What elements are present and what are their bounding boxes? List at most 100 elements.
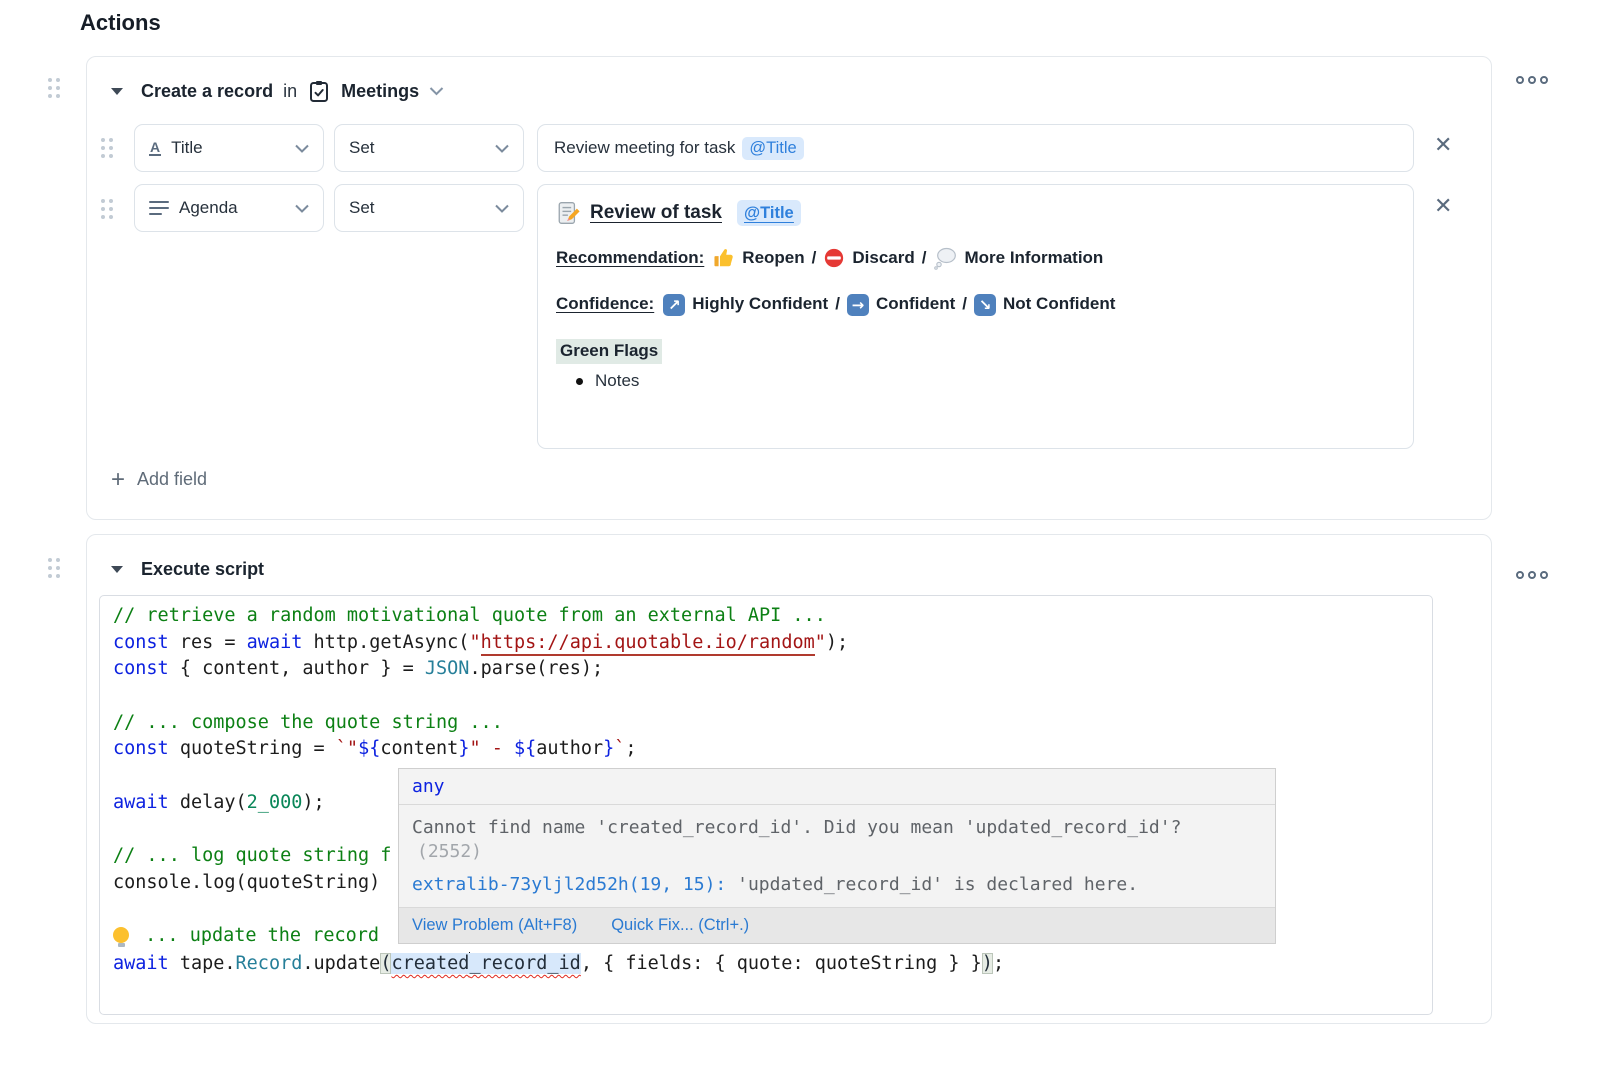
field-select-agenda[interactable]: Agenda [134, 184, 324, 232]
arrow-down-right-icon: ↘ [974, 293, 997, 316]
code-token: const [113, 631, 169, 653]
code-token: .update [302, 952, 381, 974]
declaration-reference: extralib-73yljl2d52h(19, 15): 'updated_r… [399, 870, 1275, 907]
code-line: const quoteString = `"${content}" - ${au… [113, 738, 1424, 765]
card-script-overflow-menu[interactable] [1516, 571, 1548, 579]
code-token: const [113, 658, 169, 680]
error-tooltip: any Cannot find name 'created_record_id'… [398, 768, 1276, 944]
green-flags-heading: Green Flags [556, 339, 663, 365]
card-create-overflow-menu[interactable] [1516, 76, 1548, 84]
code-token: ${ [358, 738, 381, 760]
error-code: (2552) [417, 841, 483, 862]
code-token: ; [625, 738, 637, 760]
collapse-caret-icon[interactable] [111, 87, 123, 95]
separator: / [921, 247, 927, 267]
code-token: quoteString = [168, 738, 336, 760]
field-select-label: Title [171, 138, 203, 157]
code-editor[interactable]: // retrieve a random motivational quote … [99, 595, 1433, 1015]
card-drag-handle[interactable] [48, 78, 60, 98]
title-token-pill[interactable]: @Title [742, 136, 804, 160]
add-field-label: Add field [137, 469, 208, 489]
code-token: " - [469, 738, 515, 760]
operator-select-title[interactable]: Set [334, 124, 524, 172]
clipboard-check-icon [307, 79, 331, 103]
title-value-text: Review meeting for task [554, 138, 736, 157]
arrow-up-right-icon: ↗ [663, 293, 686, 316]
field-select-label: Agenda [179, 198, 238, 217]
code-token: https://api.quotable.io/random [480, 631, 815, 656]
code-token: { content, author } = [168, 658, 425, 680]
chevron-down-icon [495, 204, 509, 213]
row-drag-handle[interactable] [101, 138, 113, 158]
add-field-button[interactable]: + Add field [111, 465, 208, 493]
code-token: Record [235, 952, 303, 974]
code-token: console.log(quoteString) [113, 871, 381, 893]
tooltip-actions: View Problem (Alt+F8) Quick Fix... (Ctrl… [399, 907, 1275, 943]
flag-list-item: Notes [576, 370, 1395, 393]
quick-fix-link[interactable]: Quick Fix... (Ctrl+.) [611, 916, 750, 934]
code-token: // ... compose the quote string ... [113, 711, 503, 733]
code-line: // retrieve a random motivational quote … [113, 605, 1424, 632]
bullet-icon [576, 378, 583, 386]
code-line: // ... compose the quote string ... [113, 712, 1424, 739]
chevron-down-icon[interactable] [429, 86, 444, 96]
option-not-confident: Not Confident [1003, 294, 1116, 314]
code-token: " [469, 631, 481, 653]
action-title: Create a record [141, 80, 274, 101]
title-value-input[interactable]: Review meeting for task @Title [537, 124, 1414, 172]
remove-agenda-row-button[interactable]: ✕ [1434, 193, 1453, 218]
confidence-line: Confidence: ↗ Highly Confident / → Confi… [556, 293, 1395, 316]
code-token: ); [825, 631, 849, 653]
chevron-down-icon [295, 204, 309, 213]
arrow-right-icon: → [846, 293, 869, 316]
code-token: `" [335, 738, 359, 760]
code-token: ` [614, 738, 626, 760]
code-token: created [391, 952, 470, 974]
option-confident: Confident [875, 294, 956, 314]
code-line: await tape.Record.update(created_record_… [113, 951, 1424, 979]
code-token: ${ [514, 738, 537, 760]
code-content: // retrieve a random motivational quote … [113, 605, 1424, 979]
separator: / [835, 294, 840, 314]
code-token: res = [168, 631, 247, 653]
code-token: tape. [168, 952, 236, 974]
recommendation-line: Recommendation: Reopen / Discard / [556, 246, 1395, 271]
thought-balloon-icon [933, 246, 957, 271]
source-link[interactable]: extralib-73yljl2d52h(19, 15): [412, 874, 727, 895]
operator-label: Set [349, 198, 375, 217]
code-line: const res = await http.getAsync("https:/… [113, 631, 1424, 659]
field-select-title[interactable]: A Title [134, 124, 324, 172]
agenda-heading-text: Review of task [590, 202, 722, 224]
declaration-text: 'updated_record_id' is declared here. [726, 874, 1139, 895]
remove-title-row-button[interactable]: ✕ [1434, 132, 1453, 157]
code-token: await [113, 952, 169, 974]
code-token: content [380, 738, 459, 760]
view-problem-link[interactable]: View Problem (Alt+F8) [412, 916, 578, 934]
code-token: delay( [168, 791, 247, 813]
code-line: const { content, author } = JSON.parse(r… [113, 658, 1424, 685]
lightbulb-icon [113, 927, 129, 948]
code-token: _record_id [469, 952, 581, 974]
code-token: ) [981, 952, 993, 974]
agenda-value-editor[interactable]: Review of task @Title Recommendation: Re… [537, 184, 1414, 449]
operator-select-agenda[interactable]: Set [334, 184, 524, 232]
action-card-execute-script: Execute script // retrieve a random moti… [86, 534, 1492, 1024]
code-line: await delay(2_000); [113, 792, 1424, 819]
code-token: // retrieve a random motivational quote … [113, 605, 826, 626]
memo-icon [556, 200, 582, 226]
row-drag-handle[interactable] [101, 199, 113, 219]
option-reopen: Reopen [742, 247, 805, 267]
action-card-create-record: Create a record in Meetings A Title [86, 56, 1492, 520]
thumbs-up-icon [713, 247, 735, 269]
code-token: const [113, 738, 169, 760]
collapse-caret-icon[interactable] [111, 566, 123, 573]
code-line: // ... log quote string f [113, 845, 1424, 872]
code-token: 2_000 [246, 791, 303, 813]
app-selector[interactable]: Meetings [341, 80, 420, 101]
card-drag-handle[interactable] [48, 558, 60, 578]
plus-icon: + [111, 465, 126, 493]
option-discard: Discard [852, 247, 915, 267]
agenda-token-pill[interactable]: @Title [737, 200, 801, 227]
code-token: // ... log quote string f [113, 845, 392, 867]
